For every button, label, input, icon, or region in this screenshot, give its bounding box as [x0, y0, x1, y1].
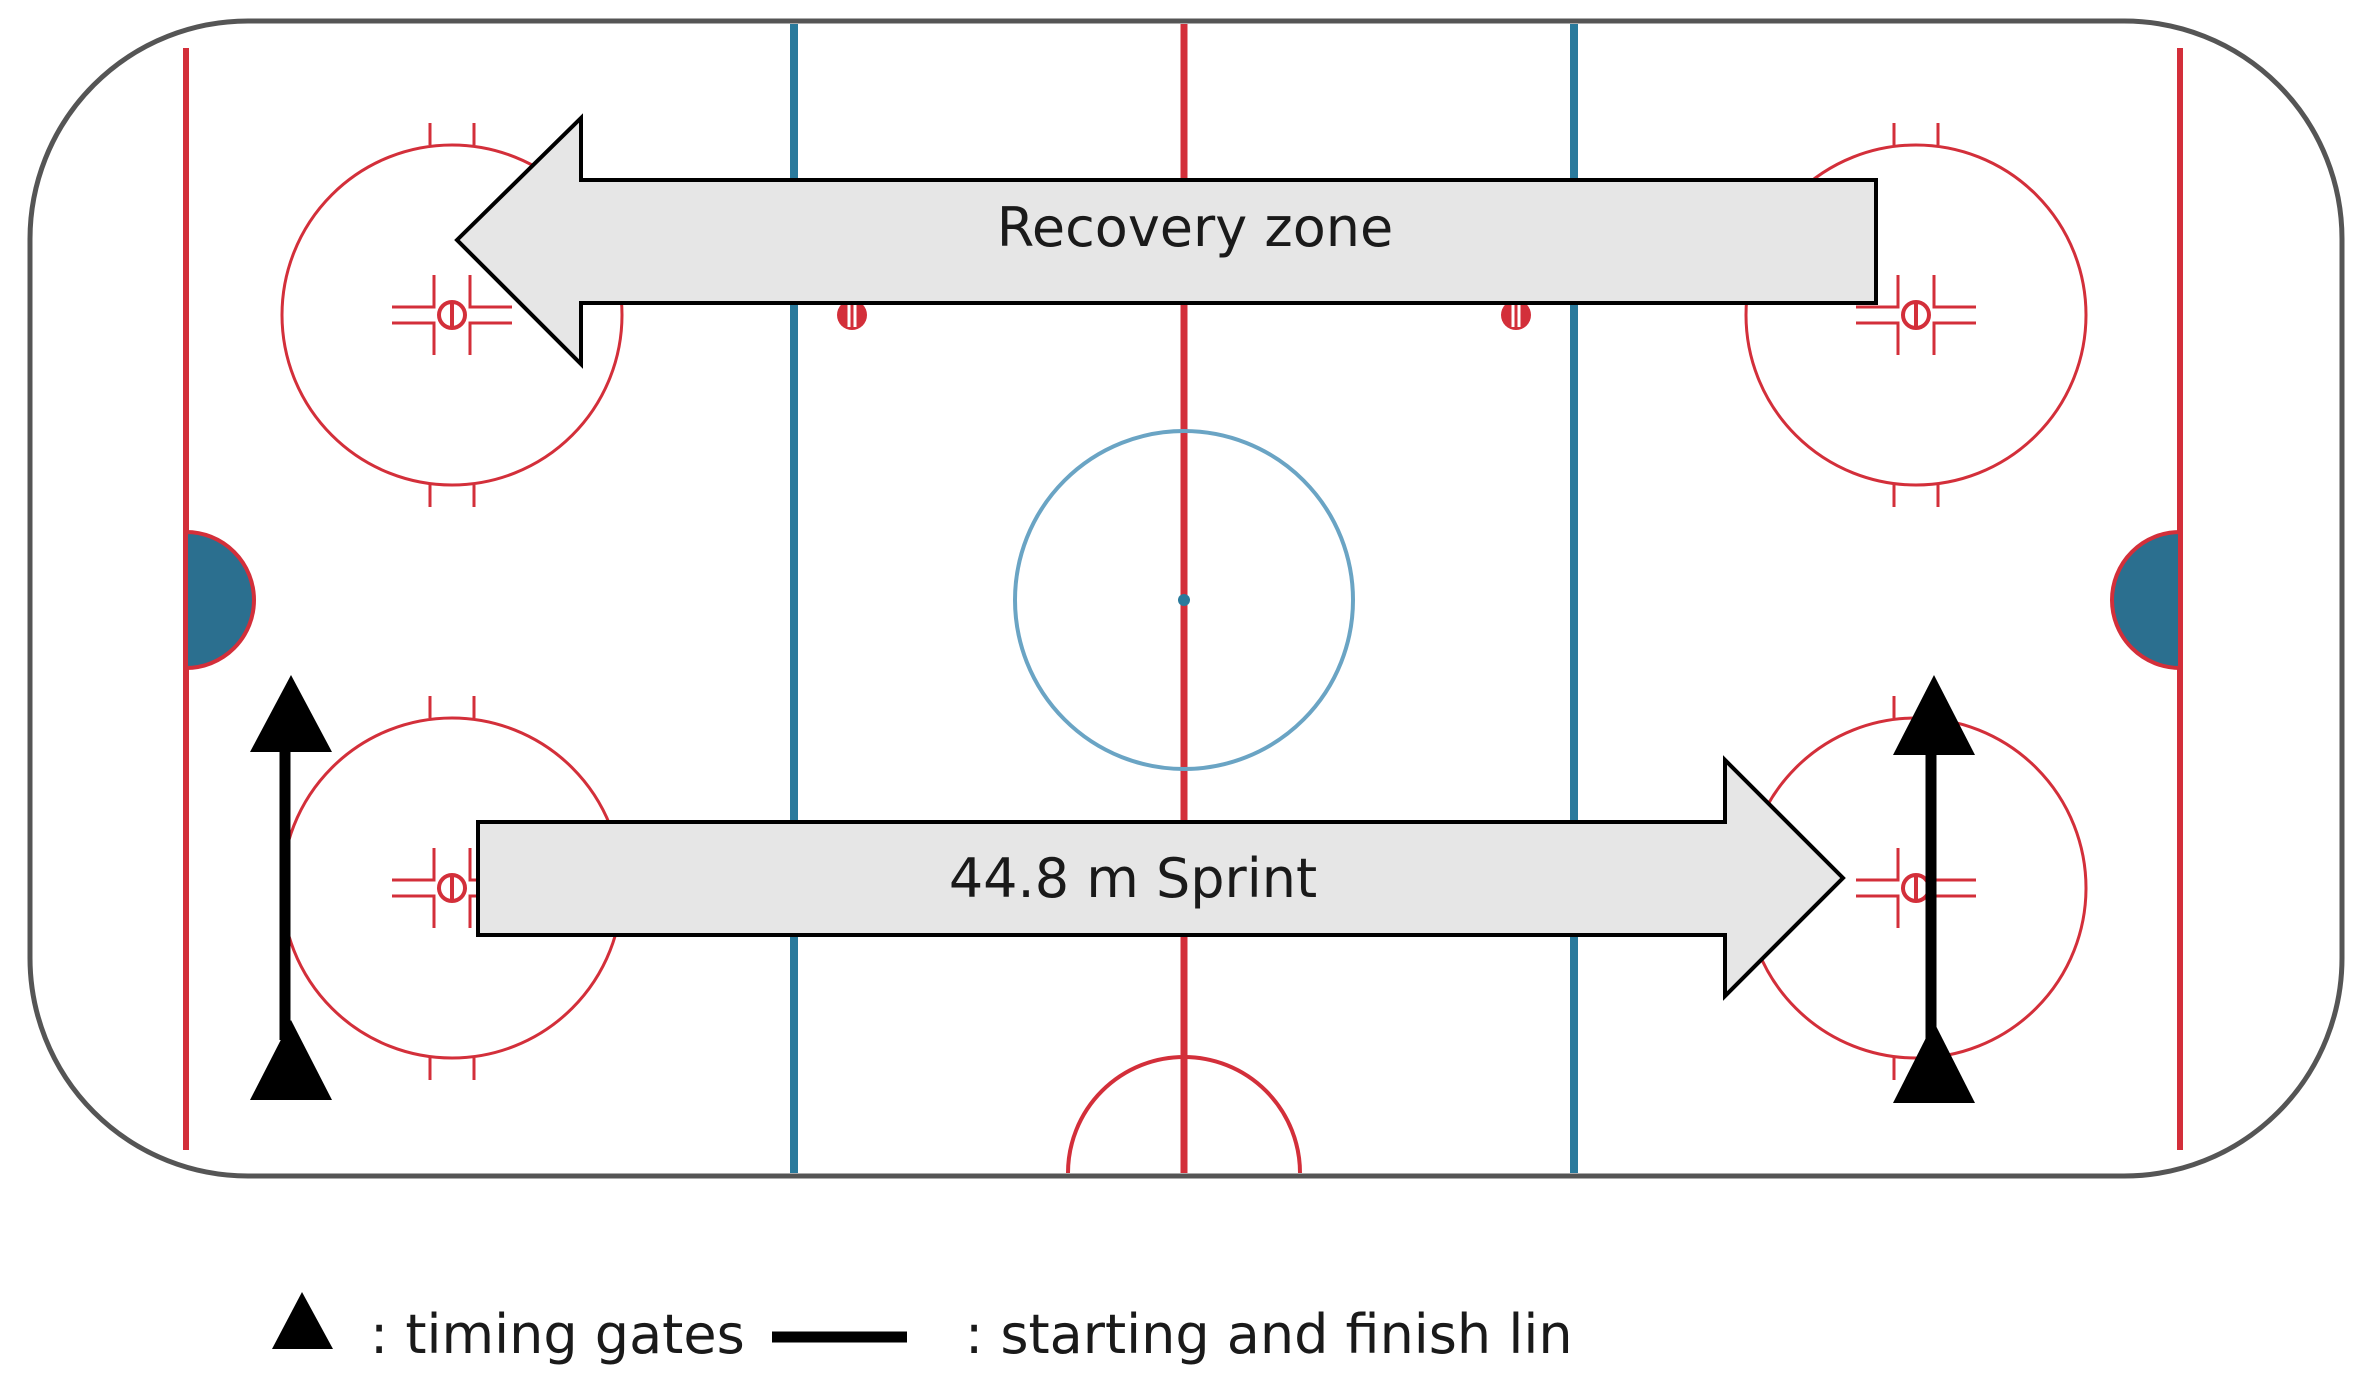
legend: : timing gates : starting and finish lin [272, 1292, 1573, 1366]
left-goal-crease [184, 529, 256, 671]
recovery-zone-label: Recovery zone [997, 196, 1393, 259]
neutral-zone-faceoff-dot-right [1501, 300, 1531, 330]
referee-crease [1066, 1055, 1302, 1174]
legend-gates-label: : timing gates [370, 1303, 745, 1366]
neutral-zone-faceoff-dot-left [837, 300, 867, 330]
timing-gate-finish-bottom [1893, 1022, 1975, 1103]
center-dot [1178, 594, 1190, 606]
center-circle [1013, 429, 1355, 771]
recovery-zone-arrow [454, 113, 1878, 369]
timing-gate-start-top [250, 675, 332, 752]
timing-gate-finish-top [1893, 675, 1975, 755]
triangle-up-icon [272, 1292, 333, 1349]
legend-line-label: : starting and finish lin [965, 1303, 1573, 1366]
timing-gate-start-bottom [250, 1020, 332, 1100]
right-goal-crease [2110, 529, 2182, 671]
sprint-arrow [476, 755, 1846, 1001]
sprint-label: 44.8 m Sprint [949, 847, 1317, 910]
